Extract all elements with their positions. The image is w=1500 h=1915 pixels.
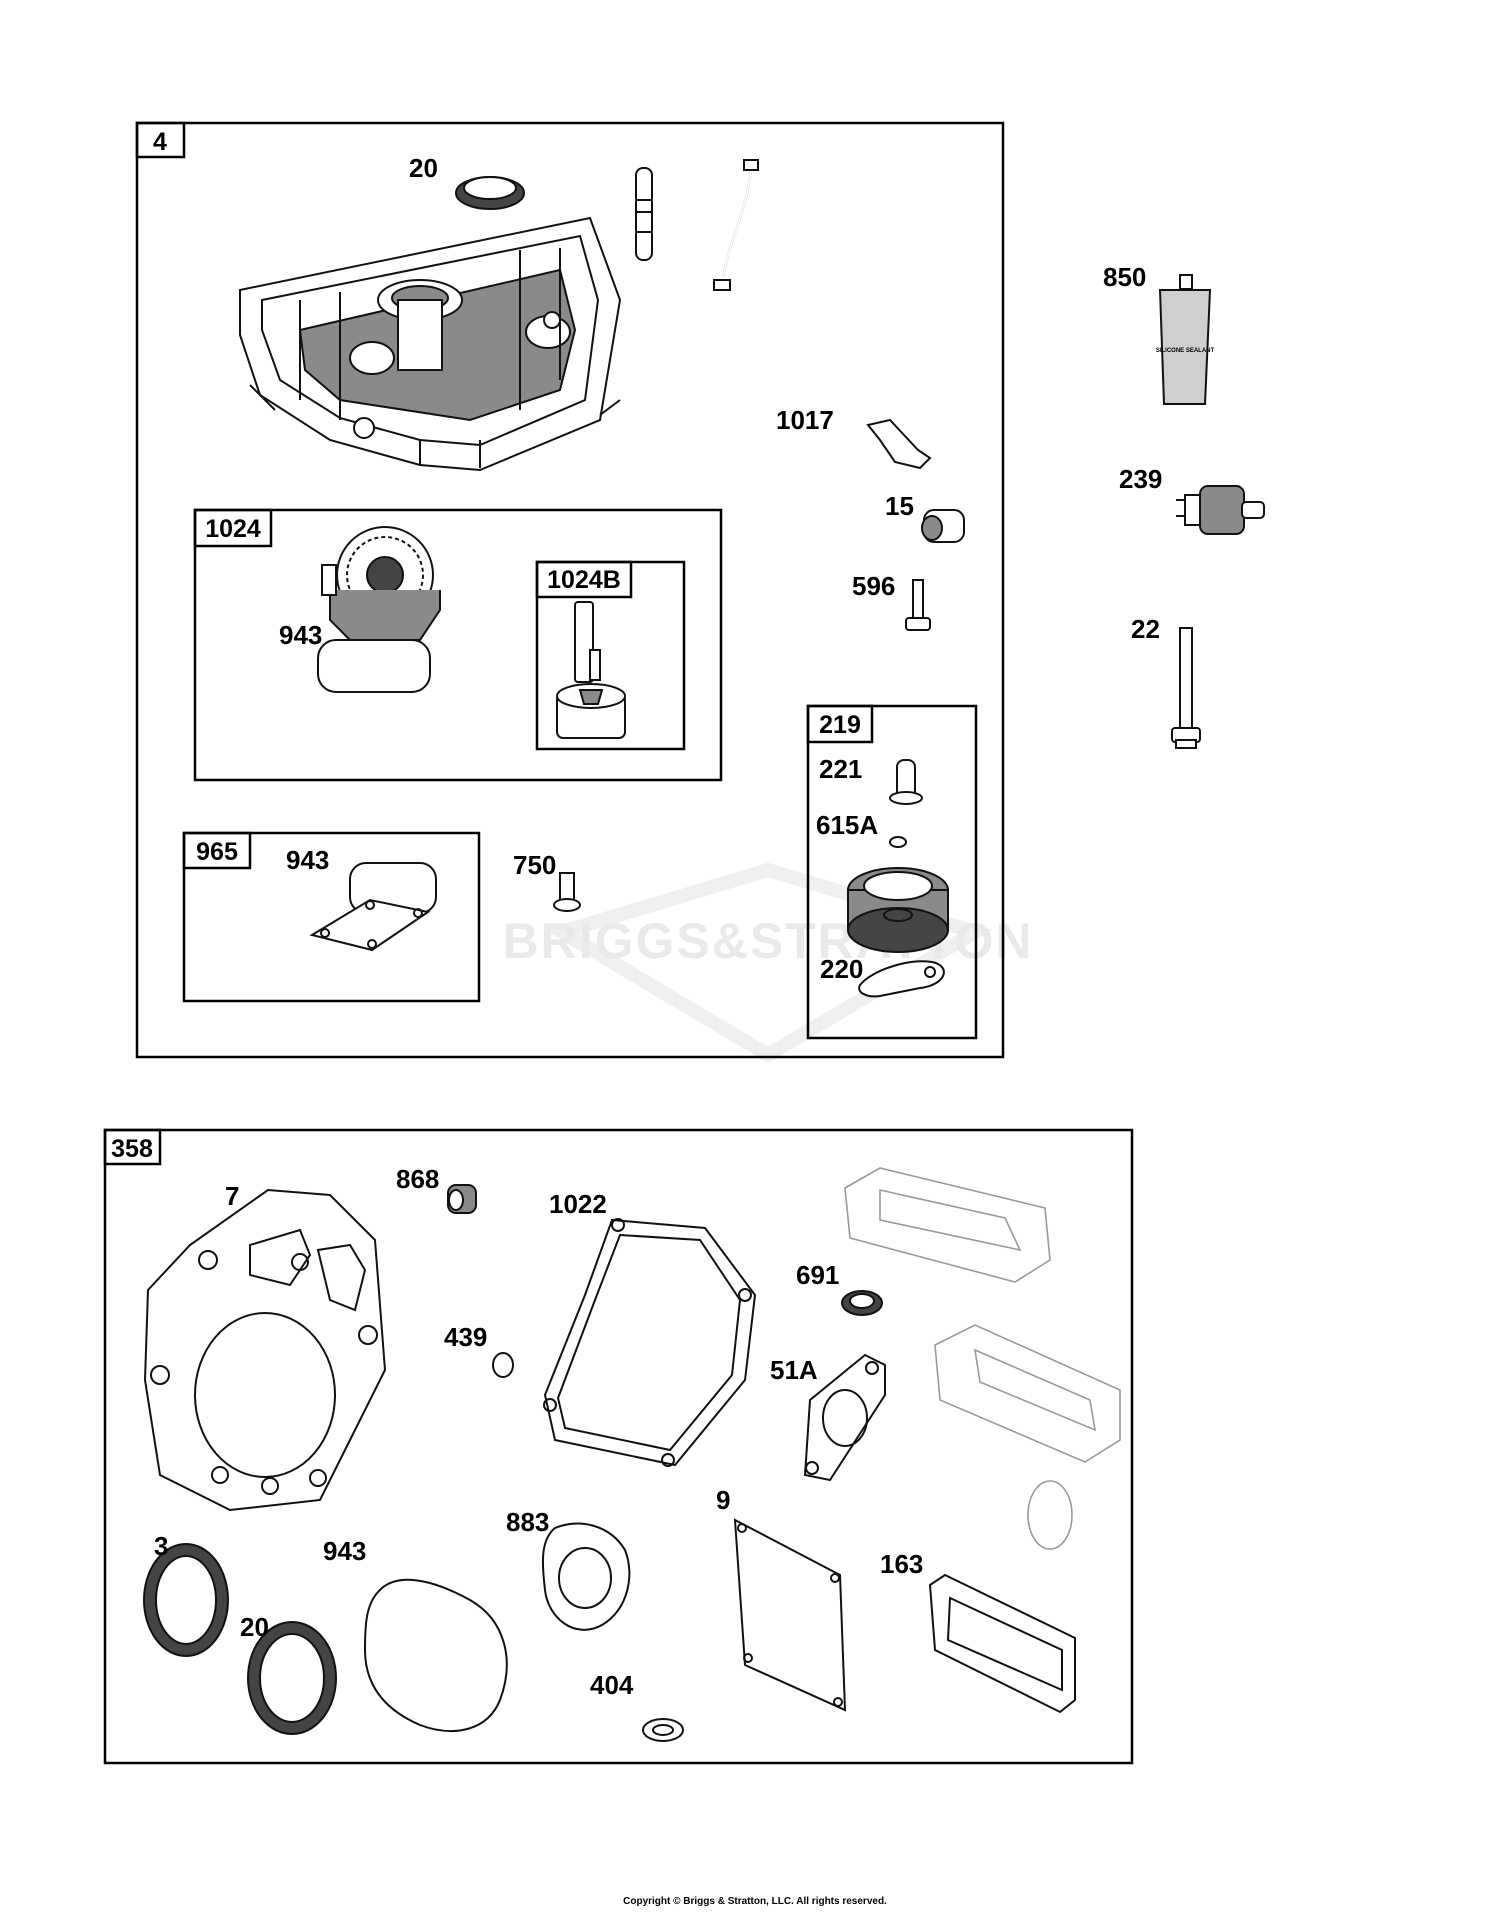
part-label-15: 15 [885, 491, 914, 521]
gasket-943-pump-drawing [317, 639, 431, 693]
part-label-943-gasket: 943 [323, 1536, 366, 1566]
group-box-oil-pump [193, 508, 723, 782]
brand-watermark: BRIGGS&STRATTON [503, 862, 1034, 1064]
gasket-883-drawing [541, 1522, 631, 1631]
part-label-615a: 615A [816, 810, 878, 840]
part-label-3: 3 [154, 1531, 168, 1561]
dipstick-drawing [713, 159, 759, 455]
group-box-gasket-set [103, 1128, 1134, 1765]
part-label-596: 596 [852, 571, 895, 601]
part-label-22: 22 [1131, 614, 1160, 644]
oil-switch-239-drawing [1176, 485, 1265, 535]
governor-shaft-221-drawing [889, 759, 923, 805]
seal-691-drawing [841, 1290, 883, 1316]
part-label-943-cover: 943 [286, 845, 329, 875]
bushing-15-drawing [921, 509, 965, 543]
part-label-1022: 1022 [549, 1189, 607, 1219]
part-label-20-top: 20 [409, 153, 438, 183]
group-number-rotor: 1024B [547, 566, 621, 594]
part-label-868: 868 [396, 1164, 439, 1194]
rotor-1024b-drawing [556, 601, 626, 739]
group-number-gasket-set: 358 [111, 1135, 153, 1163]
group-number-governor: 219 [819, 711, 861, 739]
sump-cover-drawing [239, 216, 622, 472]
sealant-tube-850-drawing: SILICONE SEALANT [1156, 274, 1215, 405]
group-number-cover-kit: 965 [196, 838, 238, 866]
part-label-850: 850 [1103, 262, 1146, 292]
group-tag-cover-kit [182, 831, 252, 870]
ring-615a-drawing [889, 836, 907, 848]
part-label-404: 404 [590, 1670, 634, 1700]
part-label-220: 220 [820, 954, 863, 984]
copyright-notice: Copyright © Briggs & Stratton, LLC. All … [623, 1896, 887, 1907]
group-box-main [135, 121, 1005, 1059]
gasket-9-drawing [733, 1518, 847, 1712]
screw-750-drawing [553, 872, 581, 912]
paddle-220-drawing [858, 960, 945, 998]
seal-20-top-drawing [455, 176, 525, 210]
watermark-text: BRIGGS&STRATTON [503, 913, 1034, 969]
clip-1017-drawing [866, 418, 932, 470]
gasket-943-large-drawing [363, 1578, 508, 1732]
bolt-22-drawing [1171, 627, 1201, 749]
part-label-163: 163 [880, 1549, 923, 1579]
part-label-943-pump: 943 [279, 620, 322, 650]
valve-gasket-1022-drawing [543, 1218, 757, 1467]
group-tag-main [135, 121, 186, 159]
o-ring-439-drawing [492, 1352, 514, 1378]
washer-404-drawing [642, 1718, 684, 1742]
part-label-51a: 51A [770, 1355, 818, 1385]
part-label-239: 239 [1119, 464, 1162, 494]
part-label-750: 750 [513, 850, 556, 880]
part-label-221: 221 [819, 754, 862, 784]
group-number-main: 4 [153, 128, 167, 156]
part-label-9: 9 [716, 1485, 730, 1515]
seal-3-drawing [143, 1543, 229, 1657]
head-gasket-7-drawing [143, 1188, 387, 1512]
part-label-883: 883 [506, 1507, 549, 1537]
part-label-20-bottom: 20 [240, 1612, 269, 1642]
dipstick-tube-short-drawing [635, 167, 653, 261]
part-label-439: 439 [444, 1322, 487, 1352]
group-tag-governor [806, 704, 874, 744]
governor-gear-drawing [847, 867, 949, 953]
cover-plate-965-drawing [309, 898, 431, 952]
part-label-7: 7 [225, 1181, 239, 1211]
faint-gasket-lower-drawing [934, 1324, 1121, 1463]
group-box-governor [806, 704, 978, 1040]
gasket-163-drawing [928, 1573, 1076, 1714]
part-label-691: 691 [796, 1260, 839, 1290]
group-tag-rotor [535, 560, 633, 599]
group-number-oil-pump: 1024 [205, 515, 261, 543]
tube-label: SILICONE SEALANT [1156, 348, 1215, 354]
bolt-596-drawing [905, 579, 931, 631]
group-box-cover-kit [182, 831, 481, 1003]
seal-20-bottom-drawing [247, 1621, 337, 1735]
faint-ring-drawing [1027, 1480, 1073, 1550]
group-tag-oil-pump [193, 508, 273, 548]
gasket-51a-drawing [803, 1353, 886, 1482]
paddle-220-hole [924, 966, 936, 978]
group-tag-gasket-set [103, 1128, 162, 1166]
oil-pump-1024-drawing [321, 526, 441, 641]
bushing-868-drawing [447, 1184, 477, 1214]
part-label-1017: 1017 [776, 405, 834, 435]
faint-gasket-upper-drawing [844, 1167, 1051, 1283]
